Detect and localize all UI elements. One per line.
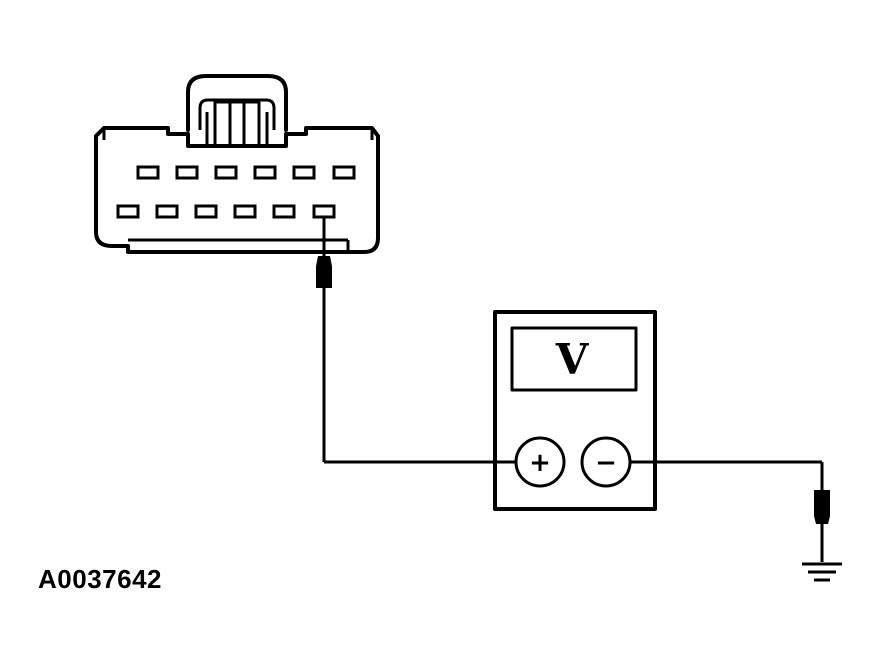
connector-housing xyxy=(94,126,380,254)
connector-pin-tested xyxy=(312,204,336,219)
voltmeter-display-label: V xyxy=(555,335,590,384)
connector-pin xyxy=(214,165,238,180)
negative-test-lead xyxy=(630,460,830,562)
connector-pin-row-bottom xyxy=(116,204,336,219)
voltmeter-display xyxy=(510,326,638,392)
connector-pin xyxy=(136,165,160,180)
connector-pin xyxy=(272,204,296,219)
figure-id: A0037642 xyxy=(38,564,162,594)
connector-pin xyxy=(292,165,316,180)
voltmeter: V + − xyxy=(493,310,657,511)
connector-pin xyxy=(233,204,257,219)
negative-terminal-label: − xyxy=(595,448,617,478)
positive-terminal-label: + xyxy=(529,448,551,478)
connector-pin xyxy=(155,204,179,219)
connector-latch xyxy=(186,74,288,132)
connector-pin xyxy=(116,204,140,219)
connector-pin-row-top xyxy=(136,165,356,180)
connector-pin xyxy=(253,165,277,180)
connector-pin xyxy=(332,165,356,180)
voltmeter-body xyxy=(493,310,657,511)
ground-icon xyxy=(802,562,842,582)
positive-test-lead xyxy=(316,217,516,464)
connector-pin xyxy=(194,204,218,219)
positive-probe-tip xyxy=(316,256,332,288)
electrical-connector xyxy=(94,74,380,254)
connector-pin xyxy=(175,165,199,180)
positive-terminal xyxy=(514,436,566,488)
negative-probe-tip xyxy=(814,490,830,524)
